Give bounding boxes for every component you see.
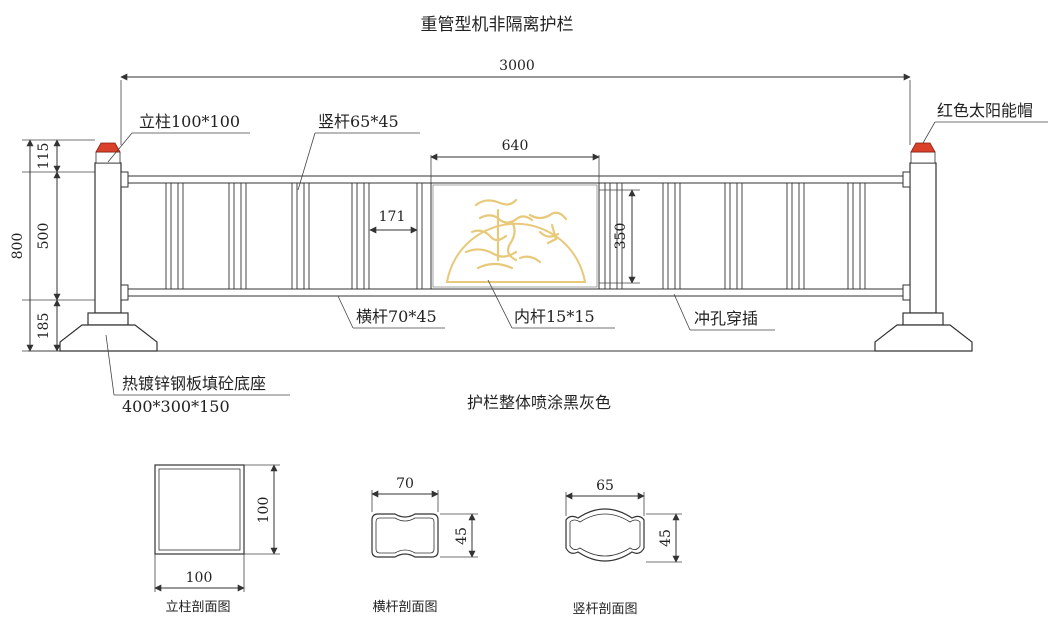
base-size-label: 400*300*150: [122, 397, 230, 416]
callouts: 立柱100*100 竖杆65*45 红色太阳能帽 横杆70*45 内杆15*15…: [105, 101, 1048, 416]
vertical-bar: [303, 182, 310, 290]
base-label: 热镀锌钢板填砼底座: [122, 374, 266, 393]
vertical-bar: [847, 182, 854, 290]
vertical-bar: [228, 182, 235, 290]
vertical-bar: [798, 182, 805, 290]
height-dimensions: 115 500 185 800: [10, 139, 95, 352]
bottom-height-label: 185: [36, 313, 52, 340]
vertical-bar: [786, 182, 793, 290]
vertical-bar: [416, 182, 423, 290]
left-post: [59, 162, 158, 352]
right-post: [874, 162, 973, 352]
vertical-bar: [363, 182, 370, 290]
post-label: 立柱100*100: [139, 112, 240, 131]
vertical-bar: [736, 182, 743, 290]
vertical-bar: [165, 182, 172, 290]
vbar-section-width: 65: [596, 478, 614, 494]
vertical-bar: [674, 182, 681, 290]
paint-note: 护栏整体喷涂黑灰色: [467, 393, 611, 412]
bar-spacing-dimension: 171: [369, 209, 418, 234]
middle-height-label: 500: [36, 223, 52, 250]
vertical-bar: [604, 182, 611, 290]
overall-width-label: 3000: [499, 58, 535, 74]
vertical-bars-right: [604, 182, 866, 290]
top-height-label: 115: [36, 143, 52, 170]
vertical-bar: [616, 182, 623, 290]
vertical-bar: [724, 182, 731, 290]
vbar-section-height: 45: [658, 529, 674, 547]
post-section: 100 100 立柱剖面图: [154, 464, 280, 615]
right-solar-cap-icon: [910, 142, 936, 164]
vertical-bar: [859, 182, 866, 290]
solar-cap-label: 红色太阳能帽: [937, 101, 1033, 120]
horizontal-rail-label: 横杆70*45: [356, 307, 437, 326]
vertical-bar: [177, 182, 184, 290]
bar-spacing-label: 171: [379, 209, 406, 225]
vertical-bars-left: [165, 182, 423, 290]
inner-bar-label: 内杆15*15: [514, 307, 595, 326]
total-height-label: 800: [10, 233, 26, 260]
vertical-bar: [662, 182, 669, 290]
vbar-section: 65 45 竖杆剖面图: [565, 478, 682, 617]
drawing-title: 重管型机非隔离护栏: [421, 15, 574, 35]
landscape-ornament-icon: [464, 198, 568, 270]
vertical-bar-label: 竖杆65*45: [318, 112, 399, 131]
vbar-section-caption: 竖杆剖面图: [572, 602, 637, 617]
overall-width-dimension: 3000: [120, 58, 911, 145]
rail-section-caption: 横杆剖面图: [372, 600, 437, 615]
rail-section-height: 45: [454, 527, 470, 545]
panel-height-label: 350: [613, 223, 629, 250]
panel-width-label: 640: [502, 138, 529, 154]
left-solar-cap-icon: [95, 142, 121, 164]
post-section-height: 100: [256, 497, 272, 524]
rail-section-width: 70: [396, 476, 414, 492]
rail-section: 70 45 横杆剖面图: [371, 476, 478, 615]
decorative-panel: 640 350: [430, 138, 640, 290]
post-section-width: 100: [186, 570, 213, 586]
vertical-bar: [291, 182, 298, 290]
punch-insert-label: 冲孔穿插: [694, 309, 758, 328]
vertical-bar: [351, 182, 358, 290]
vertical-bar: [240, 182, 247, 290]
post-section-caption: 立柱剖面图: [165, 600, 230, 615]
